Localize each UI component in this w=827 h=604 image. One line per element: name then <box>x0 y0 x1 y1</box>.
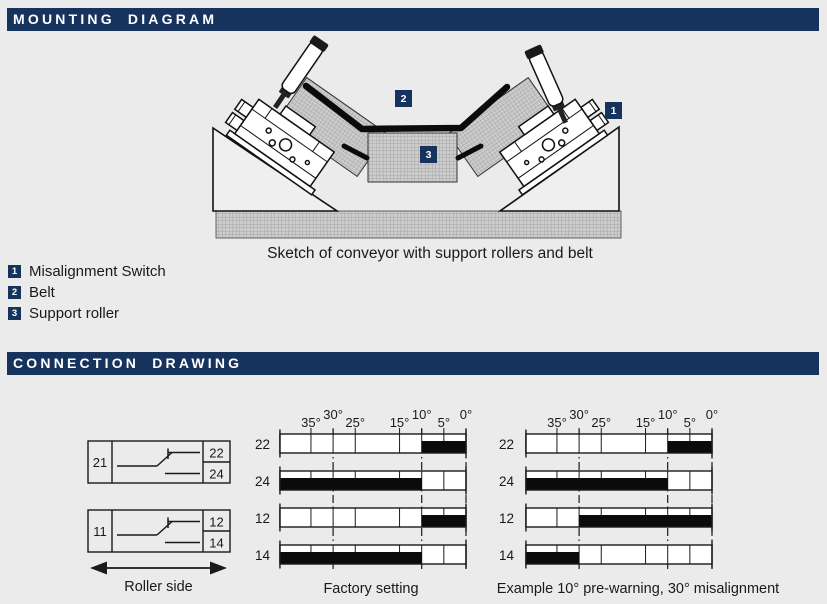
terminal-14: 14 <box>209 536 223 551</box>
axis-tick-label: 0° <box>706 407 718 422</box>
contact-box-21-22-24: 21 22 24 <box>87 440 231 484</box>
contact-closed-range <box>525 478 668 490</box>
roller-side-label: Roller side <box>124 579 193 595</box>
axis-tick-label: 0° <box>460 407 472 422</box>
timing-row-22: 22 <box>499 429 713 458</box>
contact-closed-range <box>667 441 712 453</box>
badge-misalignment-switch: 1 <box>605 102 622 119</box>
contact-closed-range <box>525 552 580 564</box>
changeover-contact-symbol <box>117 448 200 475</box>
axis-tick-label: 30° <box>569 407 589 422</box>
axis-tick-label: 10° <box>412 407 432 422</box>
axis-tick-label: 30° <box>323 407 343 422</box>
svg-text:3: 3 <box>426 149 432 161</box>
axis-tick-label: 5° <box>684 415 696 430</box>
row-label: 14 <box>255 548 271 563</box>
contact-box-11-12-14: 11 12 14 <box>87 509 231 553</box>
chart-caption: Factory setting <box>323 581 418 597</box>
axis-tick-label: 25° <box>591 415 611 430</box>
contact-closed-range <box>579 515 712 527</box>
axis-tick-label: 15° <box>636 415 656 430</box>
svg-text:1: 1 <box>611 105 617 117</box>
legend-label: Misalignment Switch <box>29 263 166 280</box>
legend-label: Belt <box>29 284 55 301</box>
contact-closed-range <box>279 478 422 490</box>
axis-tick-label: 35° <box>301 415 321 430</box>
roller-side-arrow: Roller side <box>90 561 227 595</box>
terminal-11: 11 <box>93 524 107 539</box>
legend-badge-2: 2 <box>8 286 21 299</box>
timing-row-24: 24 <box>255 466 467 495</box>
terminal-21: 21 <box>93 455 107 470</box>
roller-lever-right <box>524 44 568 124</box>
row-label: 22 <box>499 437 514 452</box>
timing-row-24: 24 <box>499 466 713 495</box>
belt-return-left <box>341 143 370 161</box>
badge-support-roller: 3 <box>420 146 437 163</box>
legend: 1 Misalignment Switch 2 Belt 3 Support r… <box>8 261 166 324</box>
row-label: 24 <box>255 474 271 489</box>
roller-lever-left <box>273 35 329 109</box>
axis-tick-label: 25° <box>345 415 365 430</box>
axis-tick-label: 15° <box>390 415 410 430</box>
sketch-caption: Sketch of conveyor with support rollers … <box>267 245 593 262</box>
section-header-mounting: MOUNTING DIAGRAM <box>7 8 819 31</box>
timing-row-14: 14 <box>255 540 467 569</box>
timing-row-22: 22 <box>255 429 467 458</box>
row-label: 14 <box>499 548 515 563</box>
legend-item-misalignment-switch: 1 Misalignment Switch <box>8 261 166 282</box>
misalignment-switch-left <box>224 98 336 196</box>
conveyor-sketch: 2 3 1 <box>212 35 622 239</box>
row-label: 24 <box>499 474 515 489</box>
terminal-12: 12 <box>209 515 223 530</box>
badge-belt: 2 <box>395 90 412 107</box>
section-header-connection: CONNECTION DRAWING <box>7 352 819 375</box>
legend-badge-1: 1 <box>8 265 21 278</box>
misalignment-switch-right <box>498 98 610 196</box>
terminal-22: 22 <box>209 446 223 461</box>
arrow-head-left <box>90 561 107 575</box>
row-label: 12 <box>255 511 270 526</box>
axis-tick-label: 5° <box>438 415 450 430</box>
timing-row-12: 12 <box>255 503 467 532</box>
legend-item-support-roller: 3 Support roller <box>8 303 166 324</box>
contact-closed-range <box>421 515 466 527</box>
timing-row-14: 14 <box>499 540 713 569</box>
support-roller-center <box>367 132 458 183</box>
svg-text:2: 2 <box>401 93 407 105</box>
terminal-24: 24 <box>209 467 223 482</box>
contact-closed-range <box>279 552 422 564</box>
legend-item-belt: 2 Belt <box>8 282 166 303</box>
legend-badge-3: 3 <box>8 307 21 320</box>
belt-return-right <box>455 143 484 161</box>
axis-tick-label: 35° <box>547 415 567 430</box>
contact-closed-range <box>421 441 466 453</box>
arrow-head-right <box>210 561 227 575</box>
timing-row-12: 12 <box>499 503 713 532</box>
changeover-contact-symbol <box>117 517 200 544</box>
chart-caption: Example 10° pre-warning, 30° misalignmen… <box>497 581 779 597</box>
axis-tick-label: 10° <box>658 407 678 422</box>
legend-label: Support roller <box>29 305 120 322</box>
row-label: 12 <box>499 511 514 526</box>
row-label: 22 <box>255 437 270 452</box>
belt-top-run <box>302 82 511 133</box>
conveyor-base-beam <box>215 210 622 239</box>
